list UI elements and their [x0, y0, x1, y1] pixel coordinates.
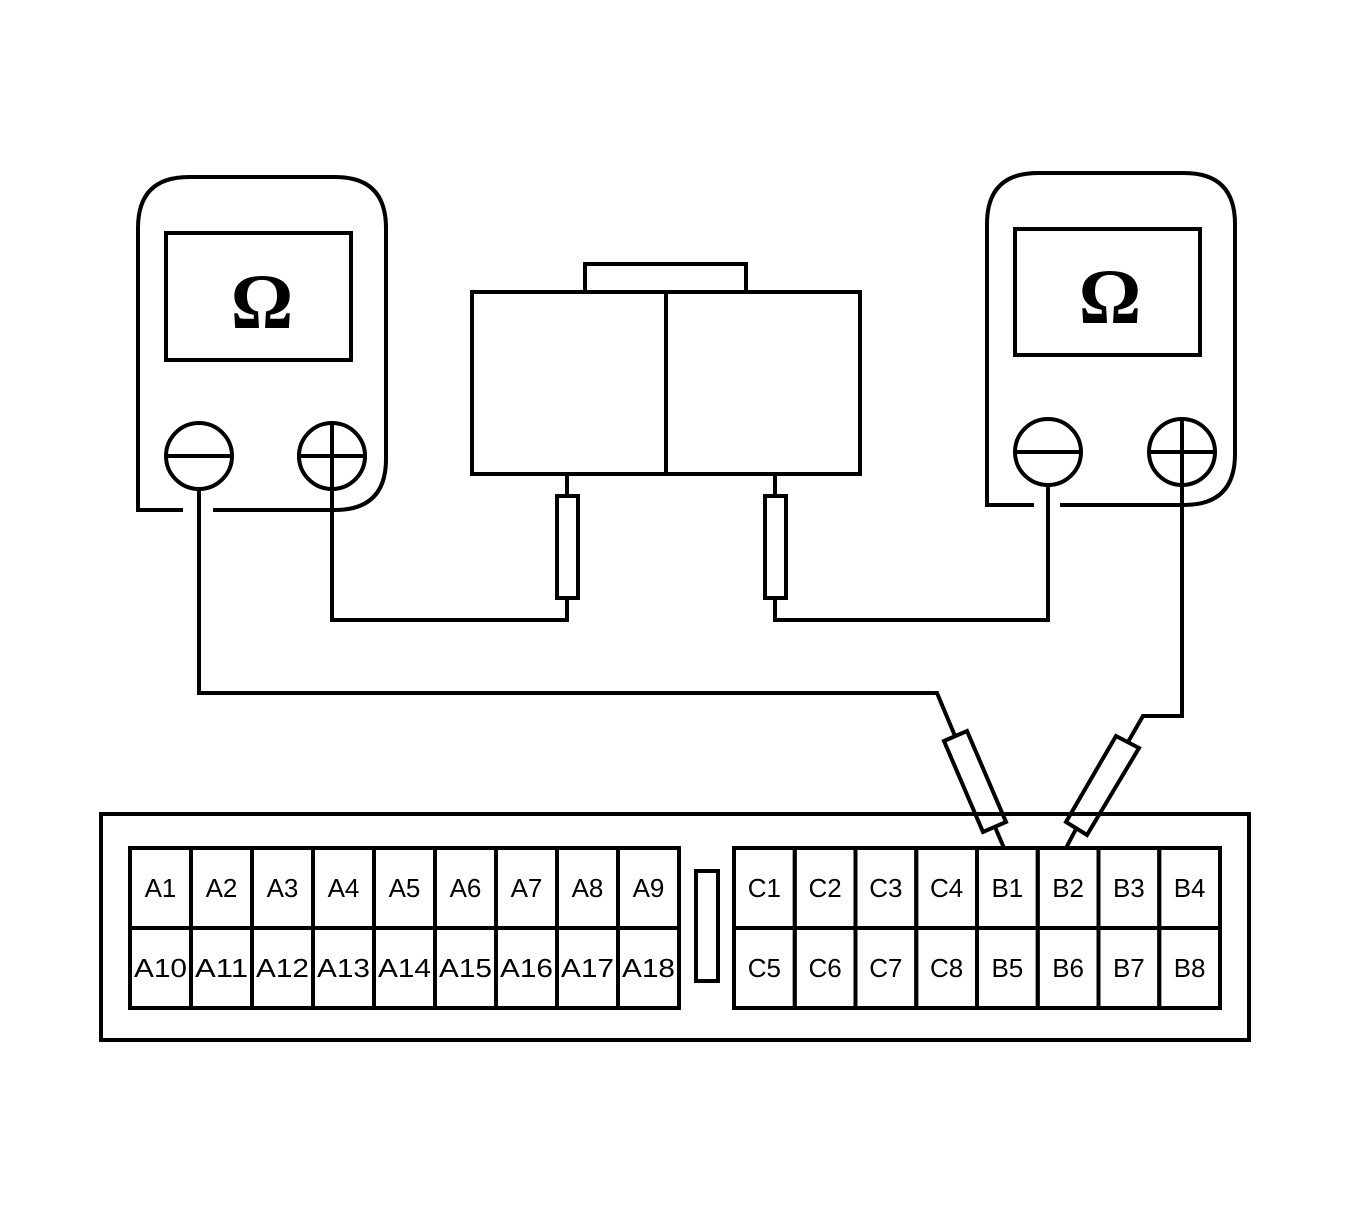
pin-label: C8	[930, 953, 963, 983]
pin-label: A13	[317, 953, 370, 983]
pin-label: A6	[450, 873, 482, 903]
left-ohm-symbol: Ω	[231, 258, 293, 345]
connector-housing	[99, 812, 1251, 1042]
pin-label: B8	[1174, 953, 1206, 983]
pin-label: B7	[1113, 953, 1145, 983]
pin-label: A10	[134, 953, 187, 983]
pin-label: C2	[809, 873, 842, 903]
pin-label: A4	[328, 873, 360, 903]
pin-label: A2	[206, 873, 238, 903]
pin-label: A8	[572, 873, 604, 903]
pin-label: A16	[500, 953, 553, 983]
pin-label: B5	[991, 953, 1023, 983]
pin-label: C5	[748, 953, 781, 983]
pin-cell	[616, 926, 681, 1010]
pin-label: A1	[145, 873, 177, 903]
left-meter-display	[164, 231, 353, 362]
right-minus-terminal-icon	[1013, 417, 1083, 487]
pin-label: C3	[869, 873, 902, 903]
pin-label: C7	[869, 953, 902, 983]
pin-label: A12	[256, 953, 309, 983]
pin-label: B6	[1052, 953, 1084, 983]
pin-label: B2	[1052, 873, 1084, 903]
pin-label: C6	[809, 953, 842, 983]
pin-cell	[1157, 926, 1222, 1010]
component-right-lead	[763, 494, 788, 600]
wire-right-plus-to-b2	[1126, 485, 1184, 743]
pin-label: A14	[378, 953, 431, 983]
pin-label: A7	[511, 873, 543, 903]
right-ohm-symbol: Ω	[1079, 253, 1141, 340]
right-meter-body	[985, 171, 1237, 507]
right-ohmmeter: Ω	[985, 171, 1237, 507]
pin-label: C4	[930, 873, 963, 903]
pin-label: A15	[439, 953, 492, 983]
wire-left-minus-to-b1	[197, 489, 957, 737]
wire-left-plus-to-component	[330, 489, 569, 622]
connector-key-slot	[694, 869, 720, 983]
left-ohmmeter: Ω	[136, 175, 388, 512]
pin-label: A11	[195, 953, 248, 983]
pin-label: A3	[267, 873, 299, 903]
right-plus-terminal-icon	[1147, 417, 1217, 487]
left-minus-terminal-icon	[164, 421, 234, 491]
pin-label: A9	[633, 873, 665, 903]
pin-label: A17	[561, 953, 614, 983]
pin-label: C1	[748, 873, 781, 903]
left-plus-terminal-icon	[297, 421, 367, 491]
pin-label: B1	[991, 873, 1023, 903]
center-component	[470, 262, 862, 600]
wire-component-to-right-minus	[773, 485, 1050, 622]
probe-b2	[1063, 733, 1142, 849]
pin-label: B4	[1174, 873, 1206, 903]
probe-b1	[941, 728, 1009, 849]
right-meter-display	[1013, 227, 1202, 357]
component-left-lead	[555, 494, 580, 600]
wires	[197, 485, 1184, 743]
component-top-tab	[583, 262, 748, 294]
left-meter-body	[136, 175, 388, 512]
pin-label: A5	[389, 873, 421, 903]
pin-label: B3	[1113, 873, 1145, 903]
pin-label: A18	[622, 953, 675, 983]
